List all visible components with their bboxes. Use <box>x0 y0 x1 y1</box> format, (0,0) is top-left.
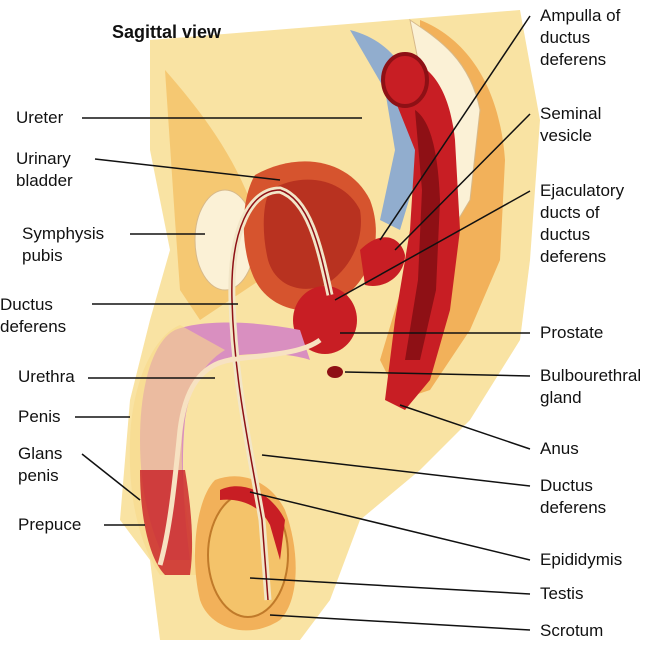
label-scrotum: Scrotum <box>540 620 603 642</box>
label-glans-penis: Glans penis <box>18 443 62 487</box>
label-prostate: Prostate <box>540 322 603 344</box>
label-ampulla: Ampulla of ductus deferens <box>540 5 620 71</box>
label-ejaculatory-ducts: Ejaculatory ducts of ductus deferens <box>540 180 624 268</box>
label-symphysis-pubis: Symphysis pubis <box>22 223 104 267</box>
diagram-title: Sagittal view <box>112 22 221 43</box>
label-ductus-deferens-left: Ductus deferens <box>0 294 66 338</box>
label-testis: Testis <box>540 583 583 605</box>
label-ductus-deferens-right: Ductus deferens <box>540 475 606 519</box>
bulbo-shape <box>327 366 343 378</box>
label-bulbourethral-gland: Bulbourethral gland <box>540 365 641 409</box>
label-ureter: Ureter <box>16 107 63 129</box>
label-seminal-vesicle: Seminal vesicle <box>540 103 601 147</box>
label-anus: Anus <box>540 438 579 460</box>
label-urethra: Urethra <box>18 366 75 388</box>
label-urinary-bladder: Urinary bladder <box>16 148 73 192</box>
colon-loop <box>383 54 427 106</box>
label-penis: Penis <box>18 406 61 428</box>
glans-shape <box>140 470 192 575</box>
label-epididymis: Epididymis <box>540 549 622 571</box>
label-prepuce: Prepuce <box>18 514 81 536</box>
